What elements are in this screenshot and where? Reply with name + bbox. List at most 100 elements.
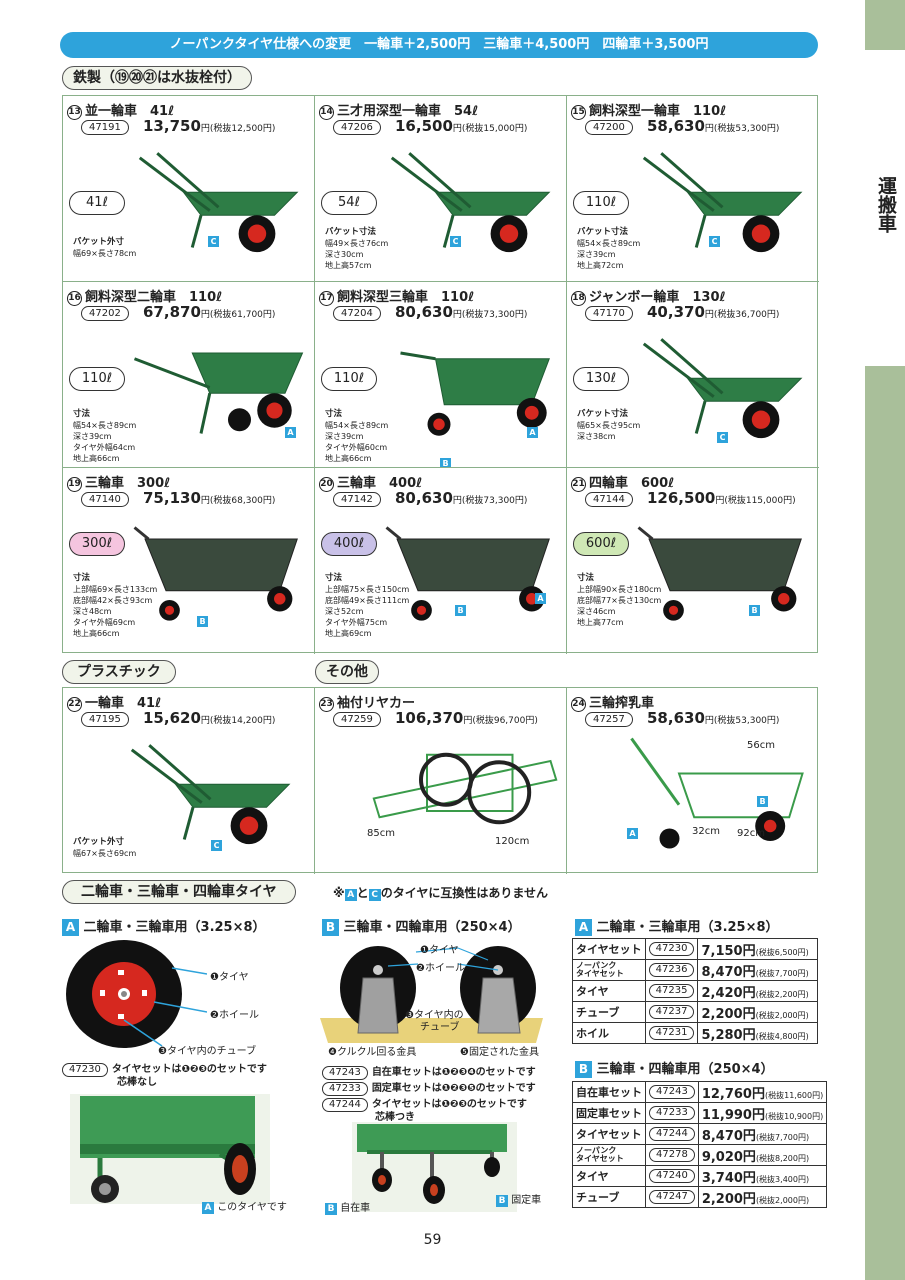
cart-wheel-b-photo (352, 1122, 517, 1212)
product-photo (383, 330, 558, 449)
side-tab-bar (865, 366, 905, 1280)
dims-line: 地上高66cm (73, 454, 120, 463)
caption-text: 固定車 (511, 1195, 542, 1206)
product-number: 19 (67, 477, 82, 492)
product-title: ジャンボー輪車 130ℓ (589, 290, 726, 305)
price-value: 40,370 (647, 303, 705, 321)
product-price: 80,630円(税抜73,300円) (395, 489, 528, 507)
dims-line: 地上高66cm (73, 629, 120, 638)
product-price: 75,130円(税抜68,300円) (143, 489, 276, 507)
part-code-cell: 47244 (645, 1123, 699, 1145)
capacity-badge: 54ℓ (321, 191, 377, 215)
capacity-badge: 41ℓ (69, 191, 125, 215)
part-name: ノーパンク タイヤセット (572, 959, 646, 981)
product-title: 一輪車 41ℓ (85, 696, 162, 711)
part-price-cell: 11,990円(税抜10,900円) (697, 1102, 828, 1124)
capacity-badge: 300ℓ (69, 532, 125, 556)
product-title: 三輪車 400ℓ (337, 476, 423, 491)
price-tax: (税抜73,300円) (461, 310, 528, 320)
a-badge: A (62, 919, 79, 936)
b-badge: B (325, 1203, 337, 1215)
price-tax: (税抜115,000円) (724, 496, 796, 506)
part-code: 47236 (648, 963, 695, 977)
dim-length: 92cm (737, 828, 765, 839)
tire-a-illustration (66, 940, 207, 1048)
product-title: 飼料深型二輪車 110ℓ (85, 290, 223, 305)
part-price-cell: 2,200円(税抜2,000円) (697, 1186, 828, 1208)
part-tax: (税抜8,200円) (755, 1153, 810, 1163)
part-name: タイヤセット (572, 938, 646, 960)
set-code: 47243 (322, 1066, 368, 1080)
tire-b-label-2: ❷ホイール (416, 963, 465, 974)
set-text: タイヤセットは❶❷❸のセットです (371, 1099, 527, 1110)
part-price: 11,990円 (701, 1107, 765, 1123)
product-number: 24 (571, 697, 586, 712)
tire-a-heading-text: 二輪車・三輪車用（3.25×8） (83, 920, 266, 935)
part-price-cell: 8,470円(税抜7,700円) (697, 1123, 828, 1145)
dims-line: 地上高69cm (325, 629, 372, 638)
tire-section-title: 二輪車・三輪車・四輪車タイヤ (62, 880, 296, 904)
dim-height: 32cm (692, 826, 720, 837)
wheel-type-tag: B (197, 616, 208, 627)
dims-line: 深さ30cm (325, 250, 364, 259)
dims-line: 幅49×長さ76cm (325, 239, 389, 248)
product-price: 15,620円(税抜14,200円) (143, 709, 276, 727)
no-puncture-banner: ノーパンクタイヤ仕様への変更 一輪車＋2,500円 三輪車＋4,500円 四輪車… (60, 32, 818, 58)
price-tax: (税抜53,300円) (713, 124, 780, 134)
part-price-cell: 2,200円(税抜2,000円) (697, 1001, 818, 1023)
part-tax: (税抜10,900円) (764, 1111, 824, 1121)
product-number: 15 (571, 105, 586, 120)
dim-width: 85cm (367, 828, 395, 839)
dims-line: 底部幅77×長さ130cm (577, 596, 662, 605)
price-row: チューブ 47237 2,200円(税抜2,000円) (572, 1001, 818, 1023)
wheel-type-tag: C (208, 236, 219, 247)
price-value: 80,630 (395, 303, 453, 321)
dims-line: 地上高77cm (577, 618, 624, 627)
part-code: 47237 (648, 1005, 695, 1019)
dims-line: 地上高66cm (325, 454, 372, 463)
note-and: と (356, 886, 369, 900)
tire-b-heading: B 三輪車・四輪車用（250×4） (322, 916, 521, 936)
price-value: 67,870 (143, 303, 201, 321)
caption-text: このタイヤです (217, 1202, 287, 1213)
product-code: 47202 (81, 306, 129, 321)
price-tax: (税抜73,300円) (461, 496, 528, 506)
wheel-type-tag: A (285, 427, 296, 438)
part-tax: (税抜7,700円) (755, 1132, 810, 1142)
wheel-type-tag: B (440, 458, 451, 467)
tire-a-heading: A 二輪車・三輪車用（3.25×8） (62, 916, 266, 936)
section-steel: 鉄製（⑲⑳㉑は水抜栓付） (62, 66, 252, 90)
dims-title: 寸法 (73, 573, 91, 583)
product-number: 23 (319, 697, 334, 712)
product-title: 飼料深型一輪車 110ℓ (589, 104, 727, 119)
a-badge: A (575, 919, 592, 936)
price-value: 58,630 (647, 709, 705, 727)
price-value: 15,620 (143, 709, 201, 727)
dims-line: タイヤ外幅60cm (325, 443, 388, 452)
product-code: 47195 (81, 712, 129, 727)
wheel-type-tag: B (757, 796, 768, 807)
product-code: 47204 (333, 306, 381, 321)
product-number: 21 (571, 477, 586, 492)
wheel-type-tag: C (717, 432, 728, 443)
price-value: 80,630 (395, 489, 453, 507)
part-price: 7,150円 (701, 943, 756, 959)
price-value: 13,750 (143, 117, 201, 135)
product-code: 47206 (333, 120, 381, 135)
price-value: 58,630 (647, 117, 705, 135)
product-number: 17 (319, 291, 334, 306)
product-price: 58,630円(税抜53,300円) (647, 117, 780, 135)
